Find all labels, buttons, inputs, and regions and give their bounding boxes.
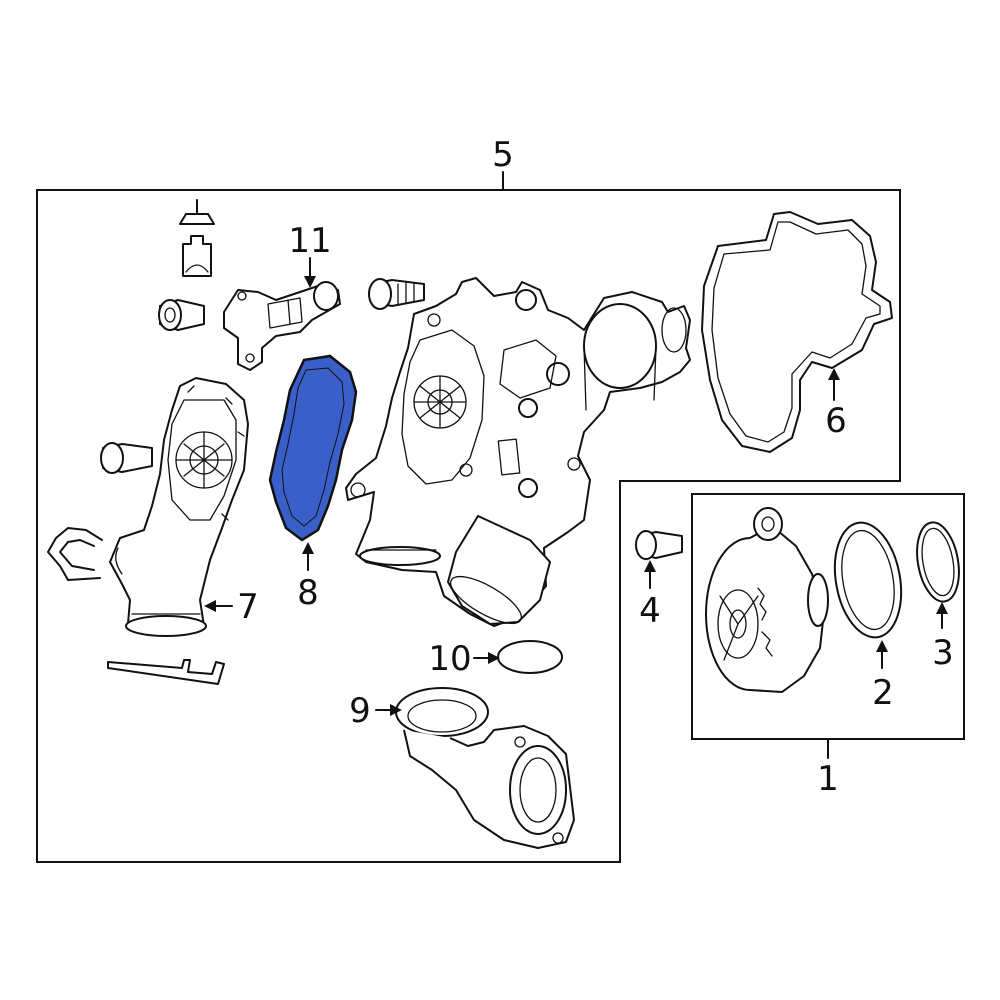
callout-8: 8 <box>297 573 319 613</box>
bolt-upper-left <box>158 299 205 331</box>
callout-1: 1 <box>817 759 839 799</box>
gasket-part-6 <box>701 211 893 453</box>
gasket-part-8-highlighted <box>268 354 358 542</box>
callout-9: 9 <box>349 691 371 731</box>
o-ring-part-3 <box>916 521 960 603</box>
callout-11: 11 <box>288 221 331 261</box>
callout-2: 2 <box>872 673 894 713</box>
callout-5: 5 <box>492 135 514 175</box>
sensor-part-11 <box>223 281 341 371</box>
bracket-strip <box>107 659 225 685</box>
callout-6: 6 <box>825 401 847 441</box>
water-pump-part-1 <box>705 507 829 693</box>
bolt-part-4 <box>635 530 683 560</box>
callout-4: 4 <box>639 591 661 631</box>
outlet-fitting-part-9 <box>395 687 575 849</box>
o-ring-part-10 <box>497 640 563 674</box>
bolt-center-top <box>368 278 425 310</box>
water-pump-housing <box>345 277 691 627</box>
callout-10: 10 <box>428 639 471 679</box>
callout-3: 3 <box>932 633 954 673</box>
assembly-5-frame <box>36 189 901 863</box>
bolt-left-mid <box>100 442 153 474</box>
leader-lines <box>204 171 948 759</box>
torque-wrench-icon <box>179 199 215 277</box>
thermostat-housing-part-7 <box>109 377 249 637</box>
seal-ring-part-2 <box>833 521 903 639</box>
retaining-clip <box>47 527 103 581</box>
callout-7: 7 <box>237 587 259 627</box>
